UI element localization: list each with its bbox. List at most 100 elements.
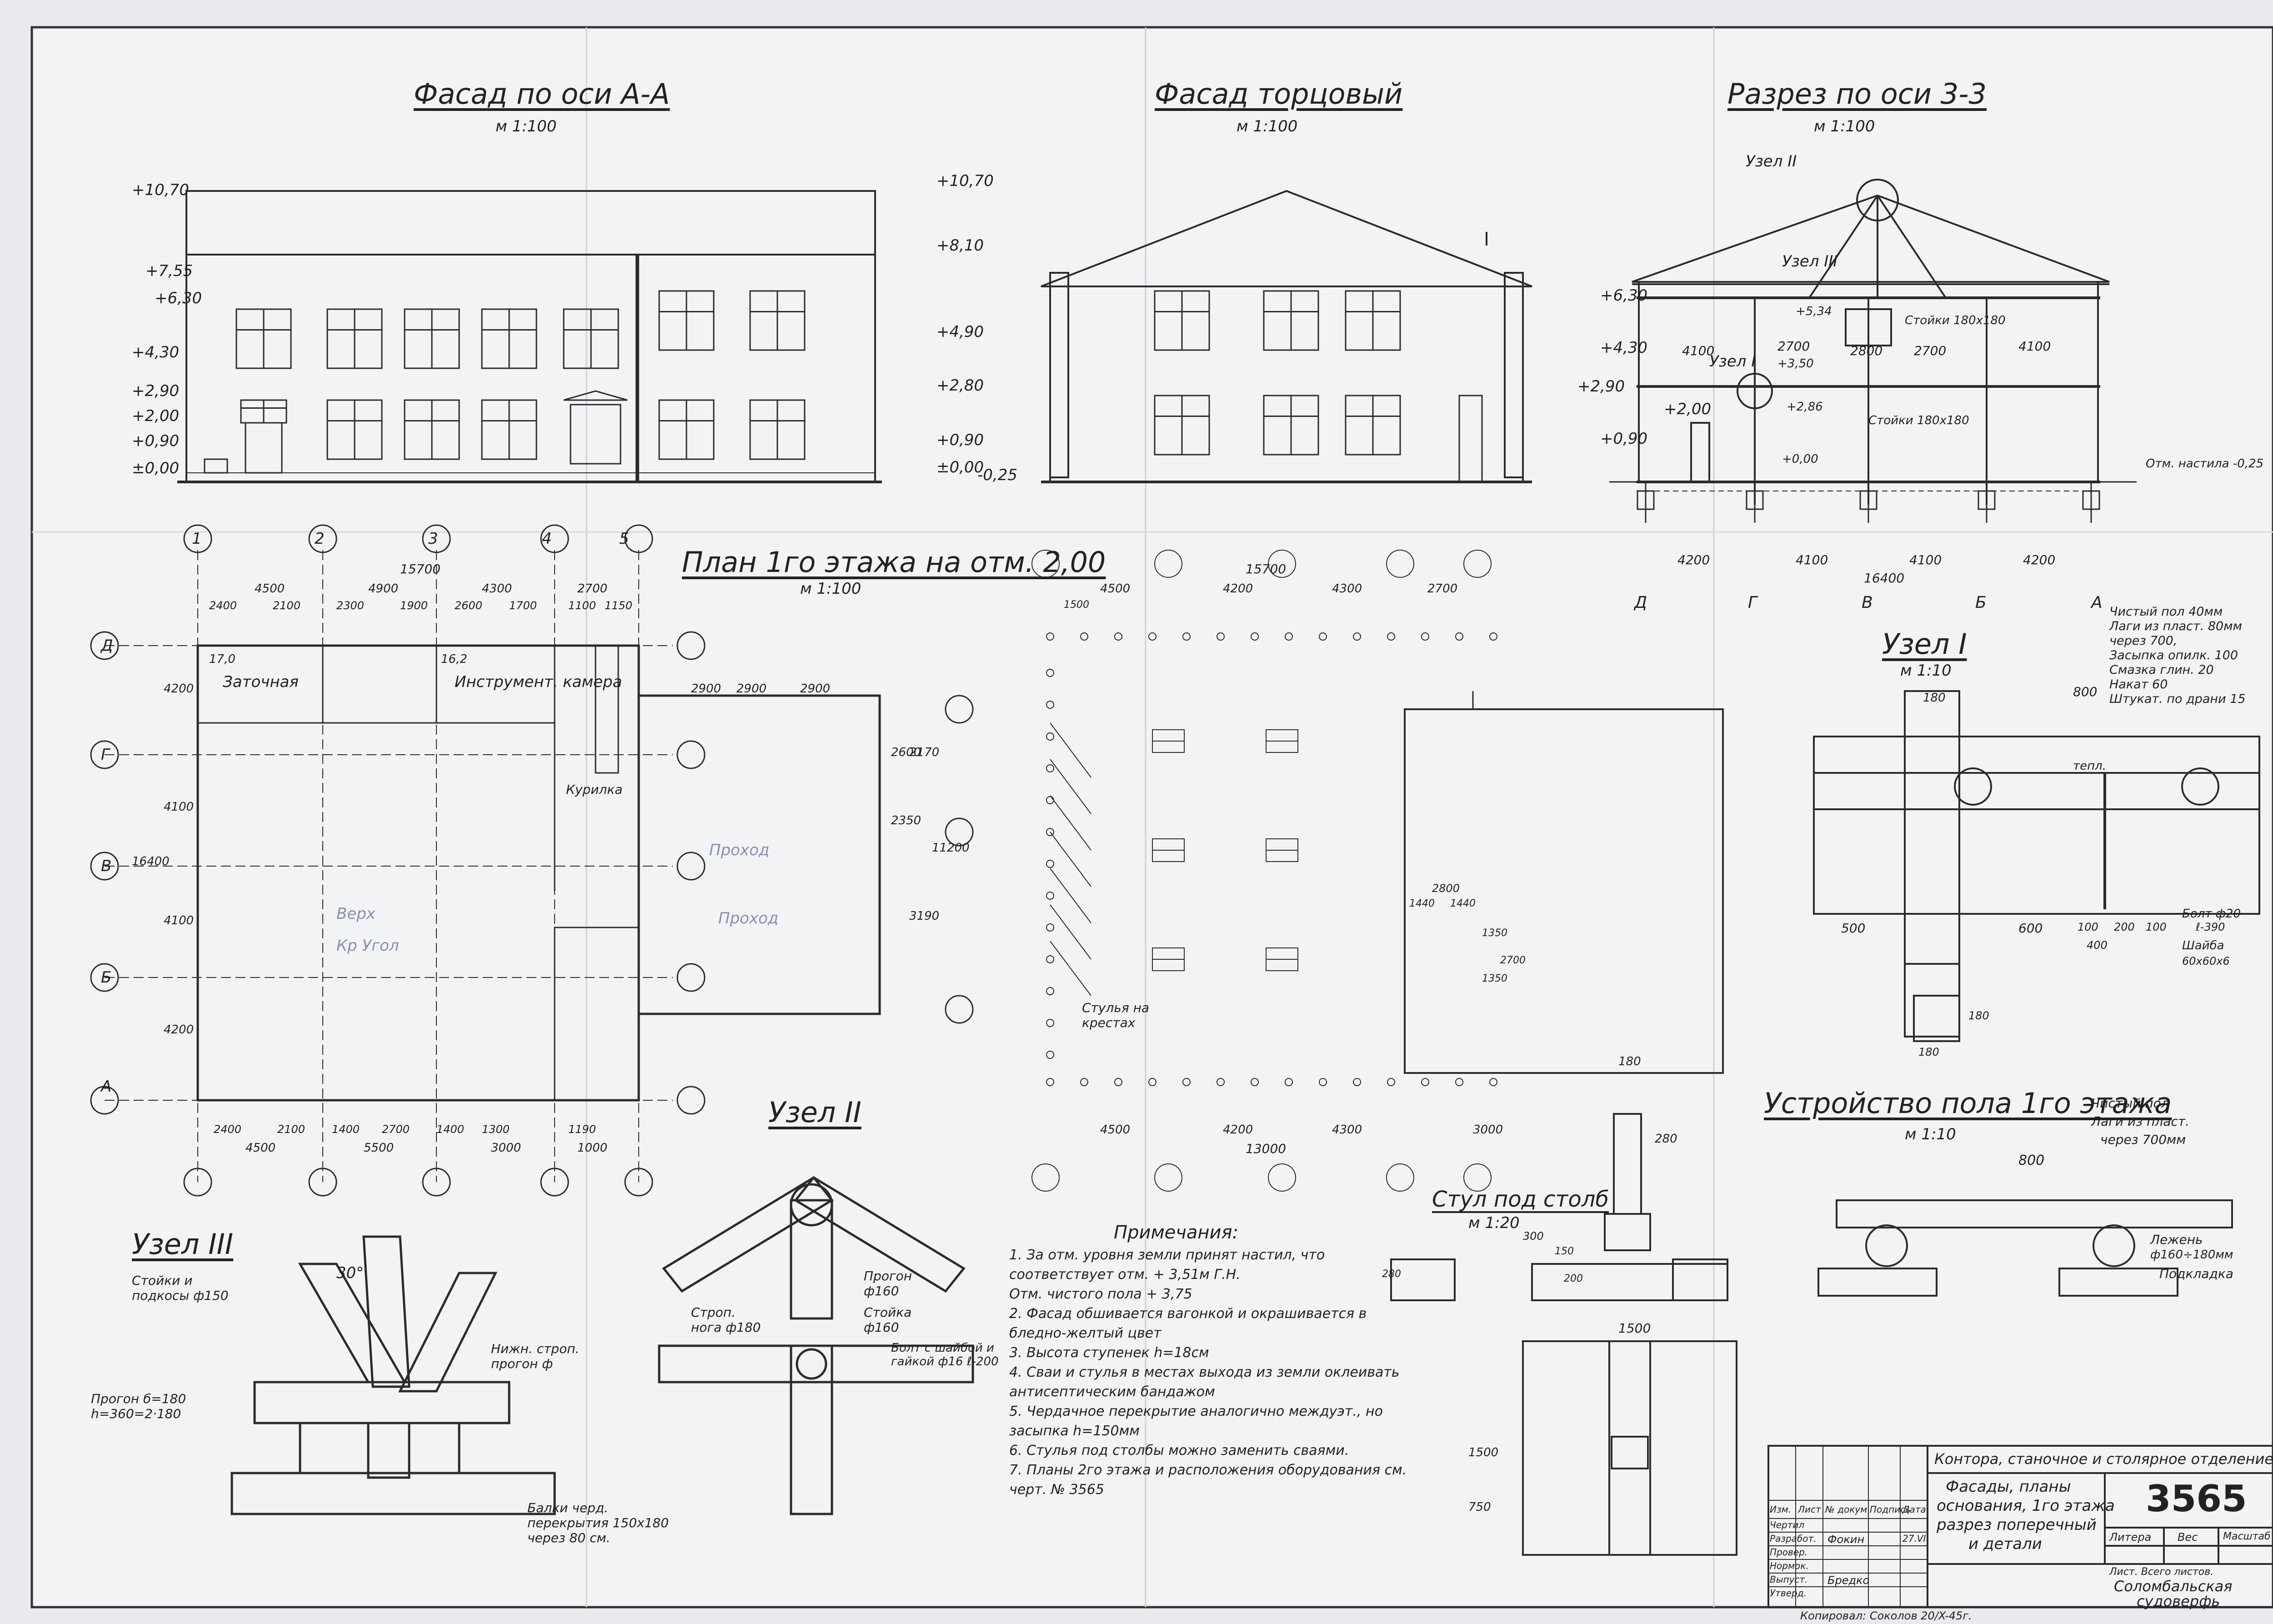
- uzel1-layer: Лаги из пласт. 80мм: [2109, 619, 2242, 633]
- pile-bottom: [1217, 1078, 1225, 1086]
- section-33-drawing: [1609, 179, 2137, 505]
- stul-dim: 300: [1523, 1230, 1544, 1243]
- uzel1-layer: Накат 60: [2109, 677, 2168, 692]
- section-bottom-dim: 4200: [1677, 552, 1710, 567]
- uzel-2-title: Узел II: [768, 1096, 861, 1129]
- plan-room-area: 16,2: [441, 652, 467, 666]
- plan-room: Курилка: [566, 782, 623, 797]
- plan-axis-left: Д: [101, 637, 113, 655]
- plan-side-dim: 16400: [132, 855, 170, 868]
- cross-brace: [1050, 832, 1091, 887]
- note-item: 5. Чердачное перекрытие аналогично между…: [1009, 1403, 1383, 1439]
- foundation-bottom: 4200: [1223, 1123, 1253, 1137]
- uzel3-angle: 30°: [336, 1264, 364, 1282]
- plan-dim-bottom2: 1000: [577, 1141, 608, 1155]
- stul-dim: 280: [1382, 1268, 1401, 1280]
- stul-title: Стул под столб: [1432, 1187, 1609, 1212]
- note-item: 2. Фасад обшивается вагонкой и окрашивае…: [1009, 1306, 1367, 1341]
- facade-mark: +10,70: [132, 181, 189, 199]
- plan-axis-top: 3: [428, 530, 438, 548]
- notes-heading: Примечания:: [1114, 1222, 1239, 1243]
- pile-bottom: [1421, 1078, 1429, 1086]
- uzel1-label: Болт ф20: [2182, 907, 2241, 921]
- stul-dim: 1500: [1468, 1446, 1499, 1459]
- uzel1-layer: Штукат. по драни 15: [2109, 692, 2246, 706]
- foundation-small-dim: 1350: [1482, 927, 1507, 939]
- section-bottom-dim: 4200: [2023, 552, 2056, 567]
- foundation-small-dim: 1350: [1482, 973, 1507, 984]
- section-label: Стойки 180х180: [1868, 414, 1969, 427]
- vent: [204, 458, 228, 474]
- pile-left: [1046, 669, 1054, 677]
- plan-dim-bottom2: 3000: [491, 1141, 521, 1155]
- annex-dim: 11200: [932, 841, 970, 855]
- stul-dim: 180: [1618, 1055, 1641, 1068]
- section-mark: +6,30: [1600, 286, 1648, 305]
- pile-top: [1046, 632, 1054, 641]
- foundation-small-dim: 1440: [1409, 898, 1435, 909]
- section-label: +0,00: [1782, 452, 1818, 466]
- section-dim: 4100: [1682, 343, 1715, 358]
- plan-axis-top: 4: [542, 530, 552, 548]
- uzel1-dim: 800: [2073, 684, 2098, 699]
- foundation-small-dim: 2800: [1432, 882, 1460, 895]
- plan-side-dim: 4100: [164, 914, 194, 927]
- tb-col: Масштаб: [2223, 1531, 2271, 1542]
- tb-sheets: Лист. Всего листов.: [2109, 1566, 2214, 1578]
- pile-bottom: [1114, 1078, 1122, 1086]
- section-axis: Г: [1748, 593, 1757, 612]
- section-axis: В: [1862, 593, 1873, 612]
- note-item: 4. Сваи и стулья в местах выхода из земл…: [1009, 1364, 1400, 1400]
- title-block-frame: [1767, 1445, 2273, 1608]
- uzel1-label: ℓ-390: [2196, 921, 2225, 933]
- section-33-scale: м 1:100: [1814, 117, 1875, 135]
- tb-company: судоверфь: [2137, 1593, 2220, 1610]
- pile-top: [1251, 632, 1259, 641]
- pile-bottom: [1148, 1078, 1157, 1086]
- uzel3-label: Прогон б=180 h=360=2·180: [91, 1391, 186, 1421]
- annex-dim: 2350: [891, 814, 921, 827]
- pile-left: [1046, 860, 1054, 868]
- section-mark: +2,90: [1577, 377, 1625, 396]
- pile-top: [1455, 632, 1463, 641]
- cross-brace: [1050, 722, 1091, 778]
- facade-end-scale: м 1:100: [1237, 117, 1298, 135]
- facade-mark-right: +0,90: [936, 431, 984, 449]
- tb-col: Литера: [2109, 1531, 2152, 1544]
- tb-row: Выпуст.: [1770, 1574, 1808, 1585]
- cross-brace: [1050, 868, 1091, 923]
- uzel1-dim: 180: [1968, 1009, 1989, 1022]
- pile-bottom: [1046, 1078, 1054, 1086]
- facade-mark-right: +8,10: [936, 236, 984, 255]
- foundation-bottom: 4300: [1332, 1123, 1362, 1137]
- floor-label: Подкладка: [2159, 1266, 2233, 1281]
- tb-row: Утверд.: [1770, 1588, 1807, 1599]
- pile-top: [1285, 632, 1293, 641]
- section-33-title: Разрез по оси 3-3: [1727, 77, 1987, 110]
- facade-mark: +4,30: [132, 343, 180, 361]
- foundation-spacing: 1500: [1064, 599, 1089, 611]
- stul-dim: 1500: [1618, 1321, 1651, 1336]
- section-bottom-dim: 4100: [1909, 552, 1942, 567]
- copied-by: Копировал: Соколов 20/X-45г.: [1800, 1609, 1972, 1622]
- plan-dim2: 1900: [400, 599, 428, 612]
- tb-date: 27.VI: [1903, 1533, 1926, 1544]
- stul-drawing: [1390, 1113, 1737, 1556]
- end-door: [1458, 395, 1483, 483]
- uzel3-label: Балки черд. перекрытия 150х180 через 80 …: [527, 1500, 669, 1545]
- plan-dim-bottom2: 5500: [364, 1141, 394, 1155]
- plan-axis-left: В: [101, 857, 112, 875]
- plan-axis-left: А: [101, 1078, 112, 1096]
- plan-axis-grid: [105, 550, 673, 1182]
- section-label: +5,34: [1796, 305, 1832, 318]
- foundation-note: Стулья на крестах: [1082, 1000, 1150, 1030]
- pile-left: [1046, 987, 1054, 995]
- facade-end-drawing: [1041, 190, 1532, 483]
- plan-dim-bottom: 1190: [568, 1123, 596, 1136]
- plan-handwritten: Проход: [718, 909, 779, 927]
- facade-mark: +7,55: [145, 262, 193, 280]
- stul-scale: м 1:20: [1468, 1214, 1520, 1232]
- pile-bottom: [1285, 1078, 1293, 1086]
- uzel2-label: Прогон ф160: [864, 1268, 912, 1298]
- annex-dim: 2170: [909, 746, 940, 759]
